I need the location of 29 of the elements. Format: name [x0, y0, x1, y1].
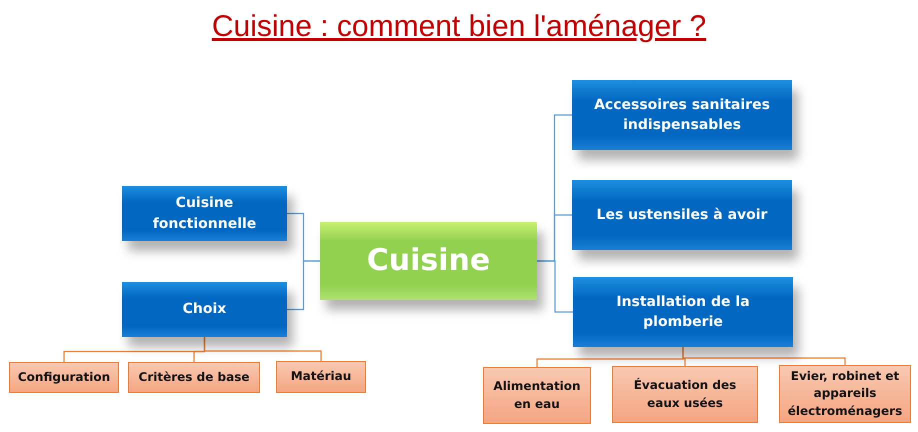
connector-line — [287, 260, 320, 310]
topic-text: Critères de base — [138, 368, 250, 386]
topic-box — [572, 180, 792, 250]
topic-box — [122, 186, 287, 241]
topic-text: Évacuation des eaux usées — [632, 377, 738, 412]
topic-text: Les ustensiles à avoir — [596, 206, 768, 225]
topic-text: Choix — [182, 300, 228, 320]
topic-text: Installation de la plomberie — [615, 292, 751, 332]
title: Cuisine : comment bien l'aménager ? — [212, 10, 706, 43]
subtopic-box — [9, 362, 119, 393]
subtopic-box — [779, 365, 911, 423]
subtopic-box — [128, 362, 260, 393]
subtopic-box — [612, 366, 758, 423]
topic-text: Alimentation en eau — [492, 378, 582, 412]
topic-text: Cuisine — [366, 242, 492, 280]
connector-line — [682, 347, 846, 365]
topic-text: Accessoires sanitaires indispensables — [593, 96, 771, 135]
topic-text: Matériau — [290, 368, 352, 386]
subtopic-box — [483, 367, 591, 424]
topic-box — [573, 277, 793, 347]
central-topic-box — [320, 222, 537, 300]
topic-box — [122, 282, 287, 337]
connector-line — [204, 337, 322, 361]
topic-text: Cuisine fonctionnelle — [152, 194, 258, 234]
topic-text: Configuration — [16, 368, 112, 386]
topic-text: Evier, robinet et appareils électroménagers — [786, 368, 904, 420]
subtopic-box — [276, 361, 366, 393]
connector-line — [537, 260, 573, 313]
topic-box — [572, 80, 792, 150]
